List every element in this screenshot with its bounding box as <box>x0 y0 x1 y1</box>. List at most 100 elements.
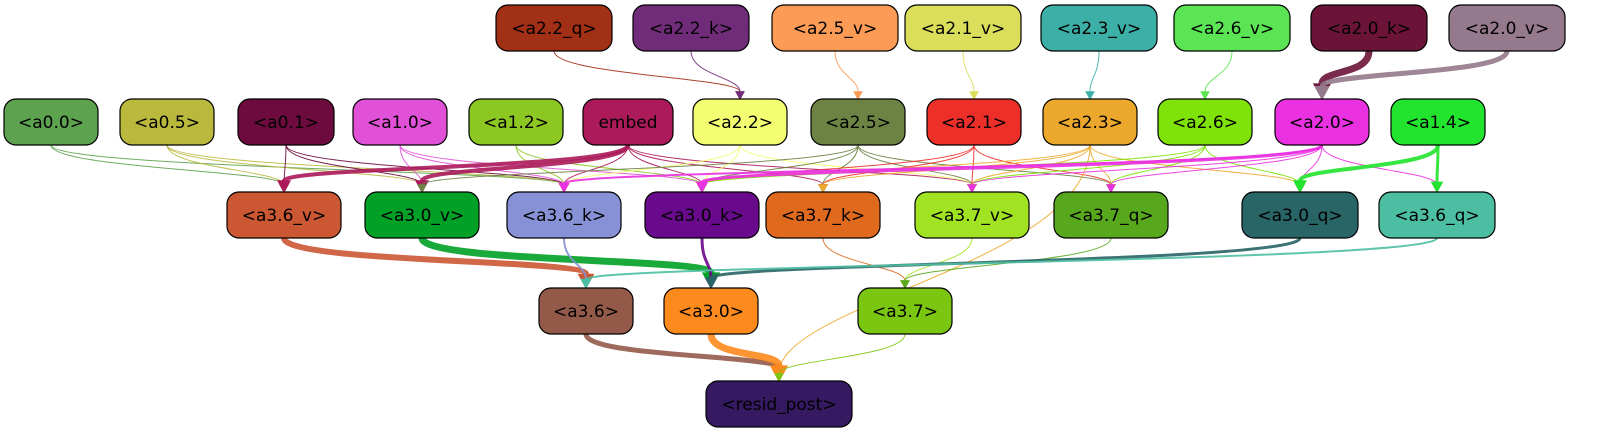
node-label: <a1.2> <box>483 113 549 133</box>
edge-a0_1-to-a3_0_v <box>285 144 423 185</box>
node-label: <a2.5_v> <box>793 19 878 39</box>
node-box <box>771 4 899 52</box>
node-label: <a1.0> <box>367 113 433 133</box>
node-a1-0[interactable]: <a1.0> <box>352 98 448 146</box>
node-a1-4[interactable]: <a1.4> <box>1390 98 1486 146</box>
edge-a3_0-to-resid_post <box>707 333 783 368</box>
node-a2-1-v[interactable]: <a2.1_v> <box>904 4 1022 52</box>
edge-a2_5_v-to-a2_5 <box>834 50 859 92</box>
node-a3-6[interactable]: <a3.6> <box>538 287 634 335</box>
node-a0-0[interactable]: <a0.0> <box>3 98 99 146</box>
edge-a1_4-to-a3_6_q <box>1435 144 1440 183</box>
arrowhead-a3_0_q-to-a3_0 <box>704 277 718 290</box>
edge-embed-to-a3_7_k <box>627 144 824 186</box>
node-box <box>506 191 622 239</box>
edge-a2_3-to-a3_0_q <box>1089 144 1301 186</box>
node-a2-2-q[interactable]: <a2.2_q> <box>495 4 613 52</box>
node-a2-2[interactable]: <a2.2> <box>692 98 788 146</box>
node-a0-1[interactable]: <a0.1> <box>237 98 335 146</box>
edge-a3_6_k-to-a3_6 <box>563 237 587 280</box>
edge-a3_0_v-to-a3_0 <box>418 236 715 277</box>
edge-a1_4-to-a3_0_q <box>1298 144 1440 182</box>
node-a3-7[interactable]: <a3.7> <box>857 287 953 335</box>
edge-a2_2_q-to-a2_2 <box>553 50 741 93</box>
arrowhead-a2_5_v-to-a2_5 <box>853 91 863 101</box>
edge-a2_0-to-a3_7_q <box>1110 144 1323 186</box>
edge-a3_0_k-to-a3_0 <box>700 237 713 279</box>
node-a2-0[interactable]: <a2.0> <box>1274 98 1370 146</box>
node-label: <a3.6_k> <box>522 206 606 226</box>
node-a0-5[interactable]: <a0.5> <box>119 98 215 146</box>
node-embed[interactable]: embed <box>582 98 674 146</box>
edge-embed-to-a3_0_k <box>627 144 703 185</box>
node-label: <a0.5> <box>134 113 200 133</box>
node-label: <a2.3> <box>1057 113 1123 133</box>
node-resid-post[interactable]: <resid_post> <box>705 380 853 428</box>
node-a3-6-v[interactable]: <a3.6_v> <box>226 191 342 239</box>
arrowhead-a2_3_v-to-a2_3 <box>1085 91 1095 101</box>
edge-a0_5-to-a3_0_v <box>166 144 423 186</box>
edge-a2_0_v-to-a2_0 <box>1319 49 1510 89</box>
node-a2-5-v[interactable]: <a2.5_v> <box>771 4 899 52</box>
node-label: <a3.0_k> <box>660 206 744 226</box>
node-label: <a3.6_q> <box>1394 206 1479 226</box>
node-box <box>914 191 1030 239</box>
node-box <box>1241 191 1359 239</box>
node-a2-0-v[interactable]: <a2.0_v> <box>1448 4 1566 52</box>
edge-layer <box>50 49 1510 383</box>
edge-a0_0-to-a3_6_v <box>50 144 285 186</box>
node-box <box>644 191 760 239</box>
node-a3-0-v[interactable]: <a3.0_v> <box>364 191 480 239</box>
arrowhead-a2_0-to-a3_0_k <box>695 181 709 194</box>
node-a2-3-v[interactable]: <a2.3_v> <box>1040 4 1158 52</box>
edge-a2_2_k-to-a2_2 <box>690 50 741 92</box>
edge-a2_3_v-to-a2_3 <box>1089 50 1100 92</box>
node-a2-6-v[interactable]: <a2.6_v> <box>1173 4 1291 52</box>
node-label: embed <box>598 113 657 133</box>
node-a3-7-k[interactable]: <a3.7_k> <box>765 191 881 239</box>
arrowhead-a2_3-to-a3_7_k <box>818 184 828 194</box>
node-a3-7-v[interactable]: <a3.7_v> <box>914 191 1030 239</box>
node-a2-2-k[interactable]: <a2.2_k> <box>632 4 750 52</box>
node-label: <a0.1> <box>253 113 319 133</box>
edge-a3_6_v-to-a3_6 <box>281 236 589 278</box>
node-a3-6-q[interactable]: <a3.6_q> <box>1378 191 1496 239</box>
edge-a2_0_k-to-a2_0 <box>1318 50 1373 86</box>
node-box <box>705 380 853 428</box>
edge-a3_6-to-resid_post <box>583 332 782 371</box>
edge-a0_0-to-a3_6_k <box>50 144 565 186</box>
node-a2-1[interactable]: <a2.1> <box>926 98 1022 146</box>
node-a2-5[interactable]: <a2.5> <box>810 98 906 146</box>
arrowhead-a3_7-to-resid_post <box>774 373 784 383</box>
node-a2-3[interactable]: <a2.3> <box>1042 98 1138 146</box>
node-label: <a2.3_v> <box>1057 19 1142 39</box>
node-a3-0-q[interactable]: <a3.0_q> <box>1241 191 1359 239</box>
node-box <box>663 287 759 335</box>
edge-embed-to-a3_6_k <box>563 144 629 185</box>
edge-a1_2-to-a3_6_k <box>515 144 565 185</box>
node-box <box>1053 191 1169 239</box>
arrowhead-a3_6_q-to-a3_6 <box>580 278 592 290</box>
node-box <box>1042 98 1138 146</box>
node-a3-6-k[interactable]: <a3.6_k> <box>506 191 622 239</box>
node-box <box>237 98 335 146</box>
node-a3-0-k[interactable]: <a3.0_k> <box>644 191 760 239</box>
edge-a0_5-to-a3_6_v <box>166 144 285 185</box>
node-box <box>692 98 788 146</box>
edge-a2_1_v-to-a2_1 <box>962 50 975 92</box>
node-a3-7-q[interactable]: <a3.7_q> <box>1053 191 1169 239</box>
node-label: <a2.0> <box>1289 113 1355 133</box>
edge-a2_3-to-resid_post <box>778 144 1091 374</box>
node-a2-0-k[interactable]: <a2.0_k> <box>1310 4 1428 52</box>
arrowhead-a1_4-to-a3_6_q <box>1430 181 1444 194</box>
node-label: <a2.5> <box>825 113 891 133</box>
node-a1-2[interactable]: <a1.2> <box>468 98 564 146</box>
node-a2-6[interactable]: <a2.6> <box>1157 98 1253 146</box>
edge-embed-to-a3_0_v <box>420 144 630 183</box>
edge-a2_5-to-a3_0_v <box>421 144 859 186</box>
node-a3-0[interactable]: <a3.0> <box>663 287 759 335</box>
edge-a2_2-to-a3_7_v <box>739 144 973 186</box>
node-box <box>810 98 906 146</box>
node-box <box>468 98 564 146</box>
